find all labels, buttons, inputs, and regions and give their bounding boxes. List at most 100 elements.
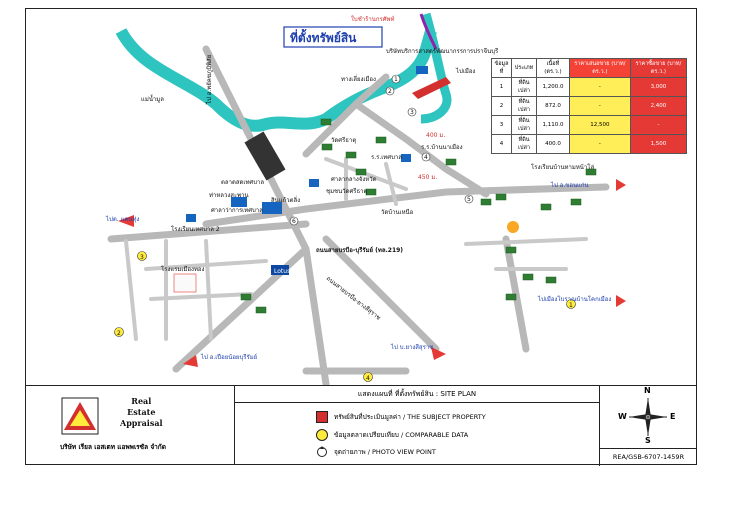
row-4-asking: - [568, 134, 631, 154]
label-store: สินแก้วตลิ่ง [271, 196, 301, 204]
row-3-area: 1,110.0 [536, 115, 570, 135]
row-2-type: ที่ดินเปล่า [511, 96, 538, 116]
label-road-south: ถนนสายบรบือ-ยางสีสุราช [325, 274, 383, 321]
comparable-marker-4-label: 4 [366, 375, 370, 382]
legend-label-comparable: ข้อมูลตลาดเปรียบเทียบ / COMPARABLE DATA [334, 431, 469, 439]
subject-property-marker [412, 77, 451, 99]
comparable-marker-4 [363, 372, 373, 382]
row-2-asking: - [568, 96, 631, 116]
road-diag [322, 235, 440, 353]
label-temple-2: วัดบ้านเหนือ [381, 208, 414, 216]
road-main-east [202, 183, 610, 228]
photo-point-label-4: 4 [424, 154, 428, 161]
compass-rose-icon [629, 398, 667, 436]
label-hotel: โรงแรมเมืองทอง [161, 265, 205, 273]
photo-point-label-5: 5 [467, 196, 471, 203]
header-area: เนื้อที่ (ตร.ว.) [536, 58, 570, 78]
river-upper [419, 13, 438, 50]
label-temple-1: วัดศรีธาตุ [331, 136, 356, 144]
row-1-no: 1 [490, 77, 513, 97]
label-to-ubon: ไป อ.ขอนแก่น [550, 181, 589, 189]
label-river: แม่น้ำมูล [141, 93, 164, 103]
row-4-type: ที่ดินเปล่า [511, 134, 538, 154]
comparable-marker-3-label: 3 [140, 254, 144, 261]
row-1-asking: - [568, 77, 631, 97]
label-office-1: ร.ร.บ้านนาเมือง [421, 143, 463, 151]
row-3-sale: - [629, 115, 688, 135]
temple-icon [507, 221, 519, 233]
compass-s: S [645, 436, 651, 445]
header-asking-price: ราคาเสนอขาย (บาท/ตร.ว.) [568, 58, 631, 78]
compass-box: N S W E [599, 386, 697, 448]
header-no: ข้อมูลที่ [490, 58, 513, 78]
label-school-2: โรงเรียนบ้านทามหน้าโล่ [531, 163, 594, 171]
row-2-sale: 2,400 [629, 96, 688, 116]
label-community: ชุมชนวัดศรีธาตุ [326, 187, 368, 195]
row-4-sale: 1,500 [629, 134, 688, 154]
site-plan-map: Lotus ที่ตั้งทรัพย์สิน ใบชำร้านกรศัพท์ แ… [105, 12, 626, 385]
label-road-top: ทางเลี่ยงเมือง [341, 75, 376, 83]
row-4-area: 400.0 [536, 134, 570, 154]
label-city-hall: ศาลากลางจังหวัด [331, 176, 377, 183]
label-road-right-top: ไปเมือง [455, 67, 475, 75]
company-name-line1: Real [131, 396, 152, 406]
bridge [244, 131, 286, 181]
label-school: ร.ร.เทศบาล [371, 154, 402, 161]
landmark-icons [240, 118, 597, 314]
label-to-south: ไป บ.ยางสีสุราช [390, 343, 433, 351]
comparable-marker-2-label: 2 [117, 330, 121, 337]
comparable-data-icon [316, 429, 328, 441]
label-to-bangkok: ไปต. แคนทุ่ง [105, 215, 139, 223]
table-row: 1 ที่ดินเปล่า 1,200.0 - 3,000 [490, 77, 688, 97]
label-company-top: บริษัทบริการสาสตร์พัฒนากรรการปราจีนบุรี [386, 47, 499, 55]
company-thai-name: บริษัท เรียล เอสเตท แอพพเรซัล จำกัด [60, 443, 166, 451]
row-3-no: 3 [490, 115, 513, 135]
label-distance-b: 400 ม. [426, 132, 445, 139]
label-market: ตลาดสดเทศบาล [221, 179, 264, 186]
lotus-icon [271, 265, 289, 275]
row-1-area: 1,200.0 [536, 77, 570, 97]
row-3-asking: 12,500 [568, 115, 631, 135]
direction-arrows [118, 179, 626, 367]
label-bridge: ใบชำร้านกรศัพท์ [351, 15, 394, 23]
row-3-type: ที่ดินเปล่า [511, 115, 538, 135]
company-name-line2: Estate [127, 407, 156, 417]
compass-e: E [670, 412, 676, 421]
header-type: ประเภท [511, 58, 538, 78]
compass-w: W [618, 412, 627, 421]
label-gov-office: ท่าหลวงสะพาน [209, 192, 249, 199]
company-logo-box: Real Estate Appraisal บริษัท เรียล เอสเต… [26, 386, 235, 465]
row-2-no: 2 [490, 96, 513, 116]
photo-point-label-3: 3 [410, 109, 414, 116]
comparable-marker-1 [566, 299, 576, 309]
row-1-type: ที่ดินเปล่า [511, 77, 538, 97]
site-plan-frame: Lotus ที่ตั้งทรัพย์สิน ใบชำร้านกรศัพท์ แ… [25, 8, 697, 466]
photo-point-label-6: 6 [292, 218, 296, 225]
company-name-line3: Appraisal [120, 418, 163, 428]
label-shop-1: โรงเรียนเทศบาล 2 [171, 225, 220, 233]
label-to-southwest: ไป อ.เปือยน้อยบุรีรัมย์ [200, 353, 257, 361]
photo-view-points [289, 74, 474, 226]
row-2-area: 872.0 [536, 96, 570, 116]
lotus-label: Lotus [274, 268, 290, 275]
legend-item-photo: จุดถ่ายภาพ / PHOTO VIEW POINT [316, 446, 436, 458]
comparable-marker-3 [137, 251, 147, 261]
legend-label-photo: จุดถ่ายภาพ / PHOTO VIEW POINT [334, 448, 436, 456]
company-logo-icon [61, 397, 99, 435]
river [115, 27, 437, 132]
legend-label-subject: ทรัพย์สินที่ประเมินมูลค่า / THE SUBJECT … [334, 413, 486, 421]
subject-title: ที่ตั้งทรัพย์สิน [290, 28, 357, 45]
compass-n: N [644, 386, 651, 395]
legend-title: แสดงแผนที่ ที่ตั้งทรัพย์สิน : SITE PLAN [235, 386, 599, 403]
label-to-station: ไปเมืองโบราณบ้านโคกเมือง [537, 295, 611, 303]
label-main-road: ถนนสายบรบือ-บุรีรัมย์ (ทล.219) [316, 246, 403, 254]
row-4-no: 4 [490, 134, 513, 154]
photo-view-point-icon [317, 446, 327, 457]
photo-point-label-2: 2 [388, 88, 392, 95]
market-grid [173, 273, 197, 293]
table-row: 2 ที่ดินเปล่า 872.0 - 2,400 [490, 96, 688, 116]
table-row: 3 ที่ดินเปล่า 1,110.0 12,500 - [490, 115, 688, 135]
comparable-markers [114, 251, 576, 382]
photo-point-label-1: 1 [394, 76, 398, 83]
subject-title-box [283, 26, 383, 48]
